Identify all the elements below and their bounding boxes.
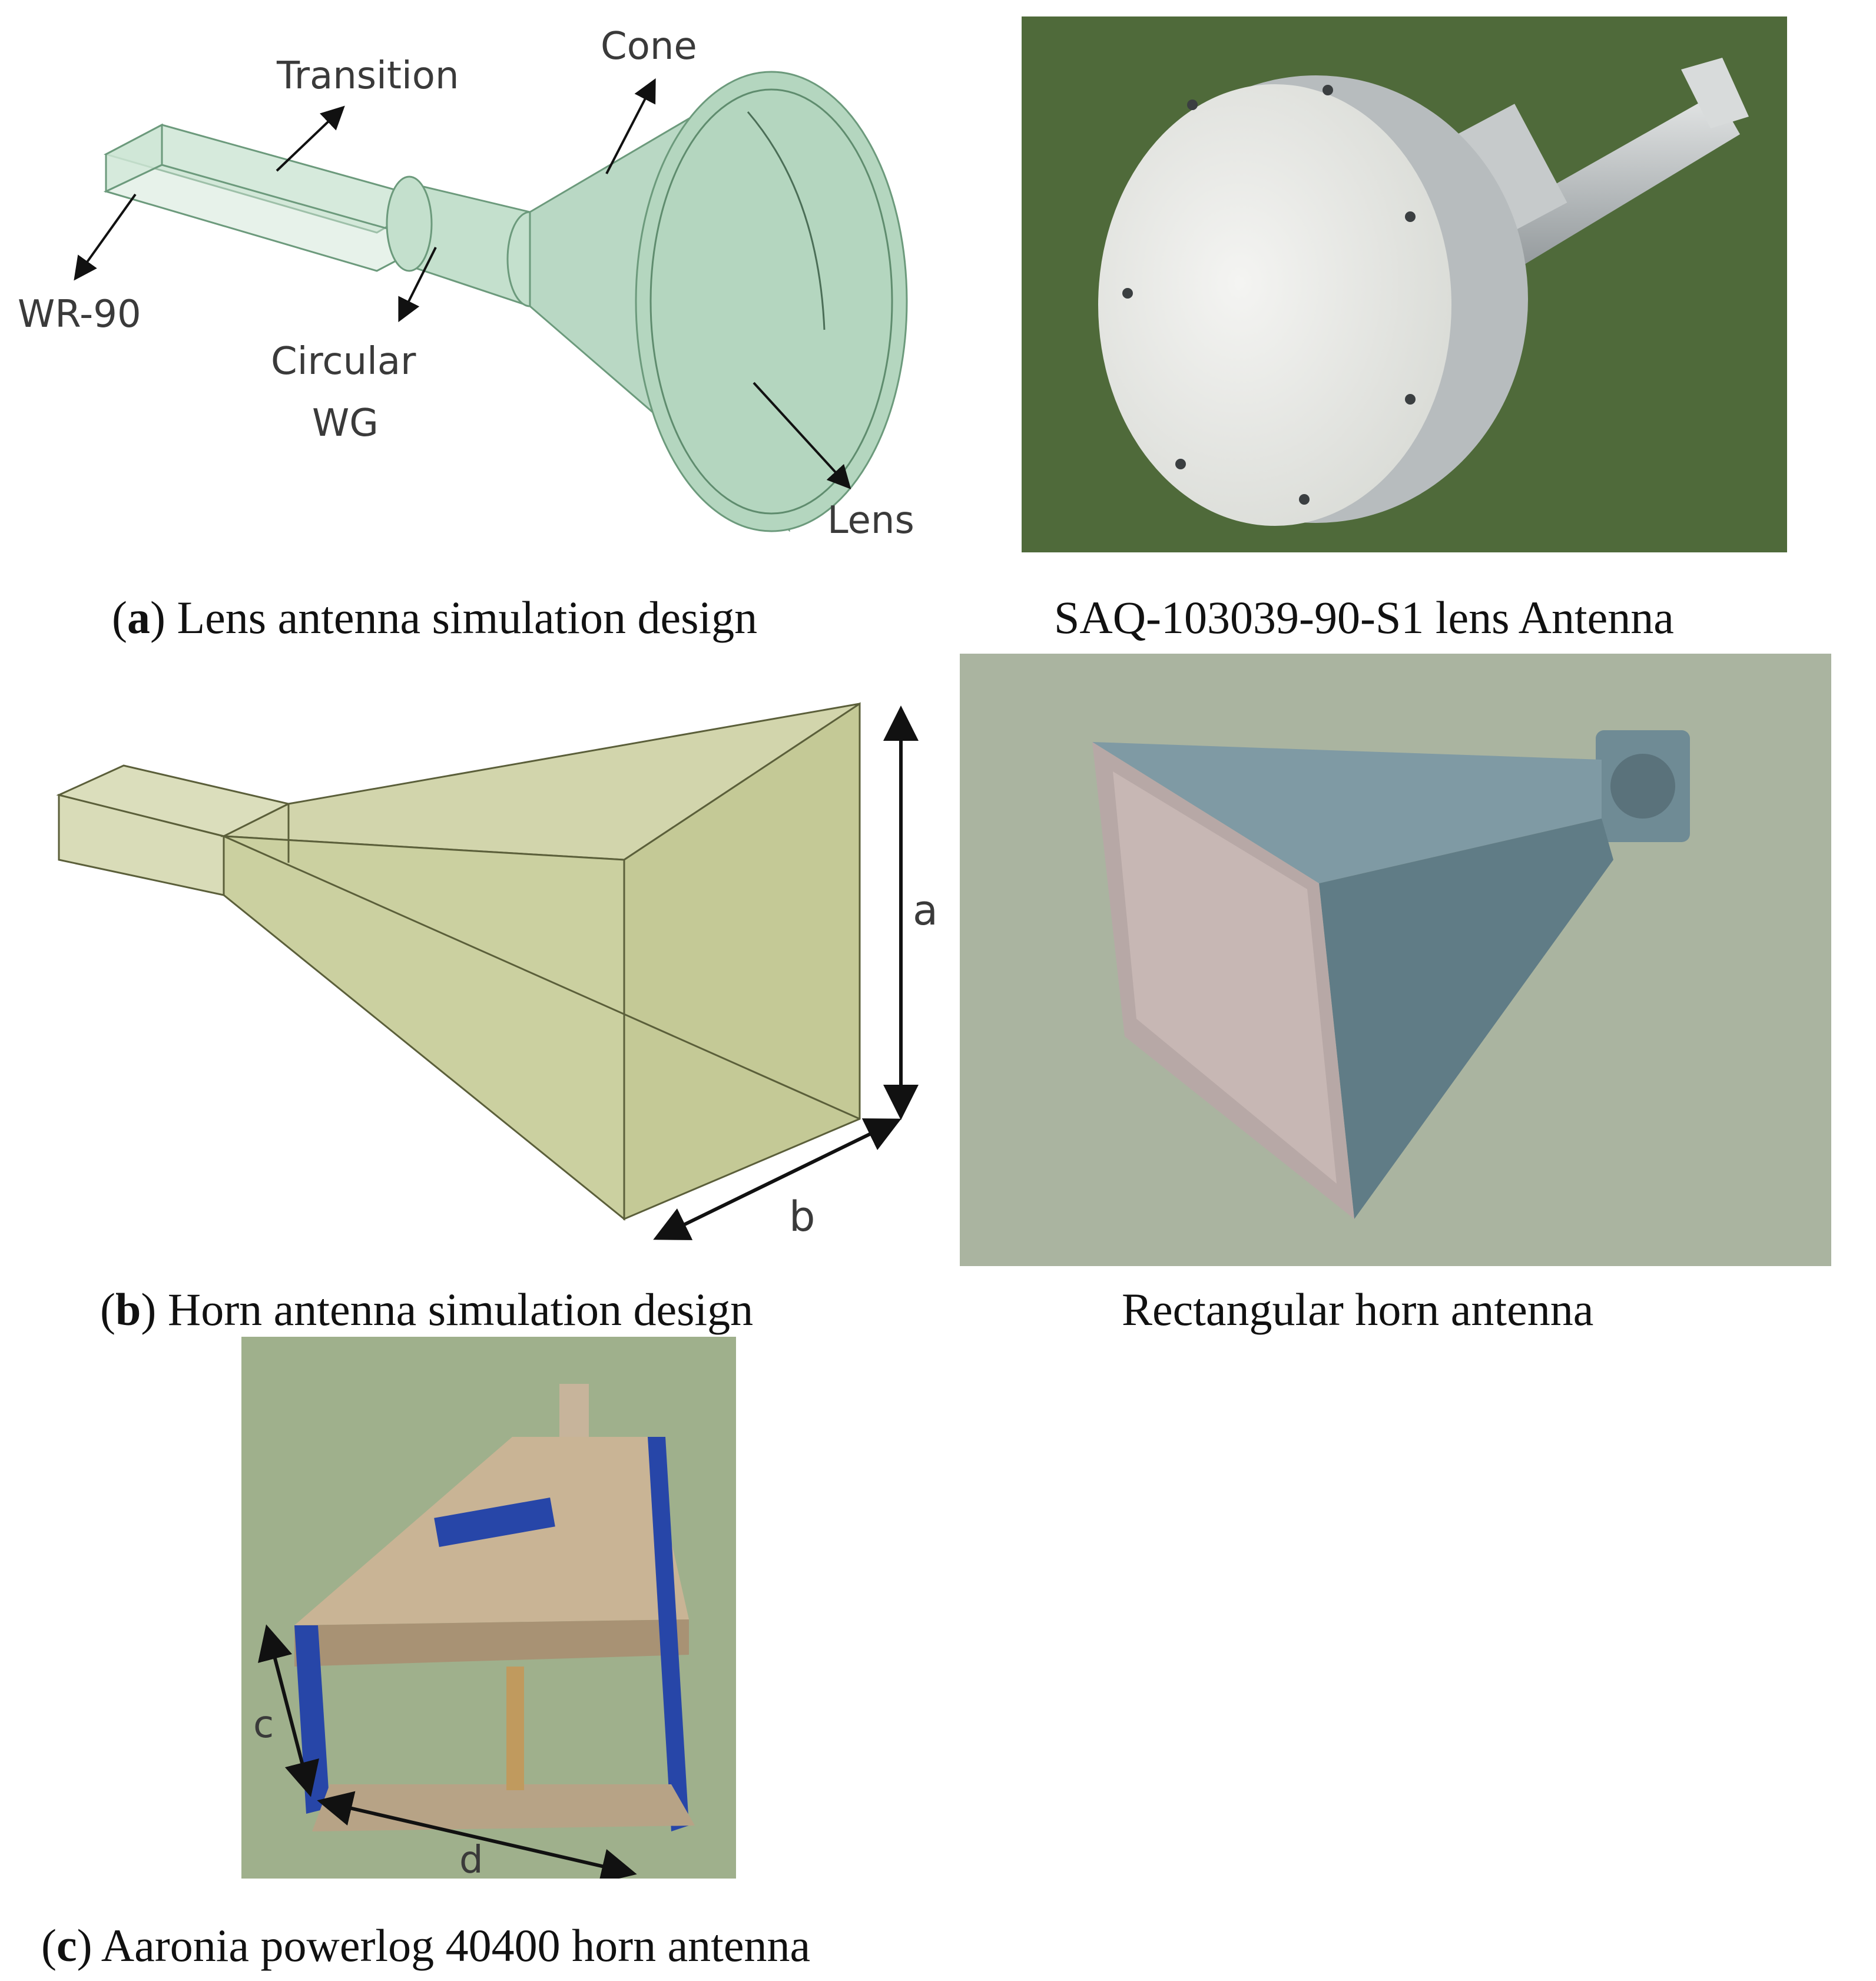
- label-lens: Lens: [827, 499, 914, 542]
- label-wg: WG: [312, 402, 379, 445]
- dimension-arrows: [653, 705, 919, 1240]
- horn-antenna-svg: a b: [56, 702, 938, 1241]
- annotation-arrows: [74, 78, 851, 489]
- caption-horn-photo: Rectangular horn antenna: [1122, 1284, 1594, 1335]
- caption-a-text: Lens antenna simulation design: [177, 592, 758, 643]
- label-cone: Cone: [601, 25, 697, 68]
- label-wr90: WR-90: [18, 293, 141, 336]
- horn-top-face: [1092, 742, 1602, 883]
- horn-antenna-diagram: a b: [0, 660, 972, 1260]
- horn-flange: [1596, 730, 1690, 842]
- label-transition: Transition: [276, 54, 459, 98]
- rectangular-horn-photo: [960, 654, 1831, 1266]
- aaronia-horn-photo-svg: c d: [241, 1337, 736, 1879]
- label-circular: Circular: [271, 340, 416, 383]
- horn-inner-wall: [1113, 771, 1337, 1184]
- caption-b-text: Horn antenna simulation design: [167, 1284, 754, 1335]
- lens-aperture: [635, 71, 908, 532]
- caption-a: (a) Lens antenna simulation design: [112, 592, 758, 643]
- circular-waveguide: [386, 175, 553, 308]
- caption-a-letter: a: [127, 592, 150, 643]
- label-d: d: [459, 1838, 483, 1879]
- caption-c: (c) Aaronia powerlog 40400 horn antenna: [41, 1920, 811, 1971]
- label-c: c: [253, 1703, 274, 1747]
- label-b: b: [789, 1192, 815, 1241]
- lens-antenna-svg: Transition Cone WR-90 Circular WG Lens: [18, 25, 914, 542]
- aaronia-horn-photo: c d: [241, 1337, 736, 1879]
- lens-antenna-photo-svg: [1022, 16, 1787, 552]
- dimension-arrows-c: [258, 1624, 637, 1879]
- lens-dome: [1098, 84, 1451, 526]
- waveguide-body: [103, 123, 436, 272]
- horn-side-face: [1319, 819, 1613, 1219]
- label-a: a: [913, 886, 938, 935]
- lens-antenna-diagram: Transition Cone WR-90 Circular WG Lens: [0, 0, 972, 577]
- horn-body: [56, 702, 861, 1221]
- rectangular-horn-photo-svg: [960, 654, 1831, 1266]
- caption-b-letter: b: [115, 1284, 141, 1335]
- caption-lens-photo: SAQ-103039-90-S1 lens Antenna: [1054, 592, 1674, 643]
- caption-c-text: Aaronia powerlog 40400 horn antenna: [101, 1920, 811, 1971]
- cone-body: [529, 71, 908, 532]
- lens-antenna-photo: [1022, 16, 1787, 552]
- caption-c-letter: c: [56, 1920, 77, 1971]
- flange-screws: [1122, 85, 1416, 505]
- caption-b: (b) Horn antenna simulation design: [100, 1284, 754, 1335]
